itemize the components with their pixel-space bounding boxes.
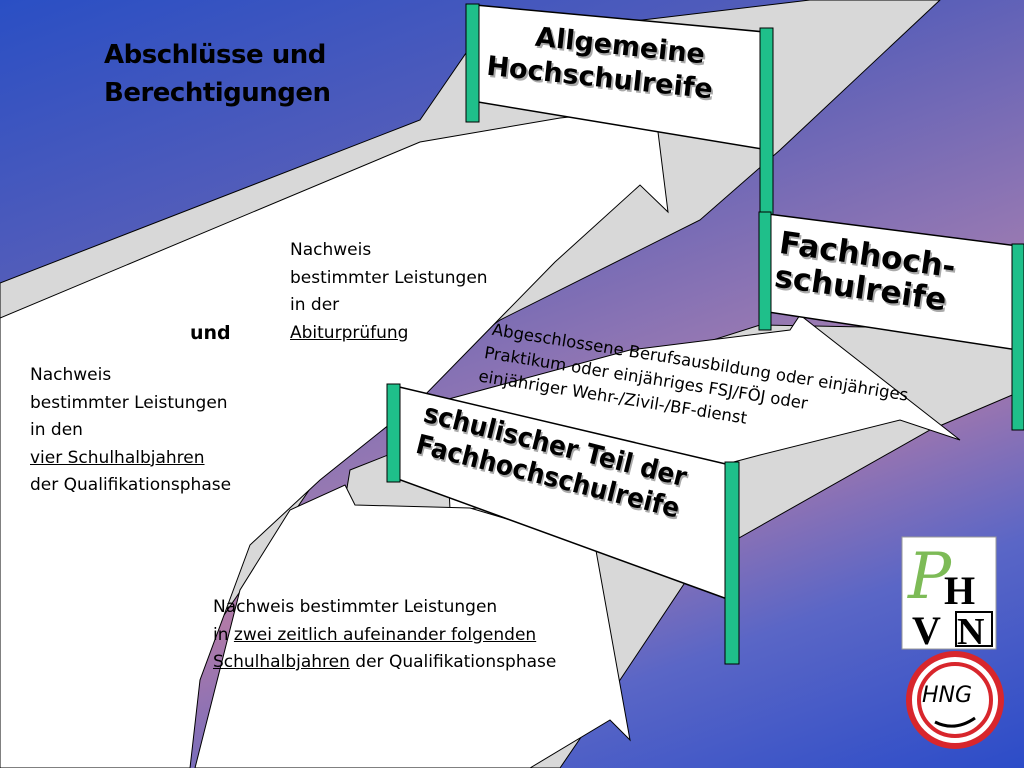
sign-fachhoch-pole-right — [1011, 243, 1024, 431]
title-line-1: Abschlüsse und — [104, 40, 326, 70]
vier-line-4: vier Schulhalbjahren — [30, 447, 205, 468]
text-zwei-schulhalbjahre: Nachweis bestimmter Leistungen in zwei z… — [213, 594, 556, 677]
logo-letter-p: P — [907, 540, 952, 614]
title-line-2: Berechtigungen — [104, 78, 331, 108]
logo-n-box — [955, 611, 993, 647]
vier-line-5: der Qualifikationsphase — [30, 475, 232, 495]
und-label: und — [190, 322, 231, 344]
zwei-line-3-suffix: der Qualifikationsphase — [349, 652, 557, 672]
logo-hng-circle-inner — [917, 662, 993, 738]
zwei-line-2-prefix: in — [213, 624, 234, 645]
sign-allgemeine-pole-right — [759, 27, 774, 217]
vier-line-1: Nachweis — [30, 365, 112, 385]
arrow-schulisch — [194, 484, 631, 768]
logo-hng-circle-outer — [906, 651, 1004, 749]
zwei-line-2-underlined: zwei zeitlich aufeinander folgenden — [233, 624, 537, 645]
abitur-line-3: in der — [290, 295, 340, 315]
abitur-line-4: Abiturprüfung — [290, 322, 409, 343]
zwei-line-1: Nachweis bestimmter Leistungen — [213, 597, 498, 617]
zwei-line-2: in zwei zeitlich aufeinander folgenden — [213, 622, 556, 650]
logo-letter-v: V — [912, 608, 941, 653]
sign-schulisch-pole-right — [724, 461, 740, 665]
sign-allgemeine-pole-left — [465, 3, 480, 123]
abitur-line-2: bestimmter Leistungen — [290, 267, 488, 288]
text-vier-schulhalbjahre: Nachweis bestimmter Leistungen in den vi… — [30, 362, 231, 500]
zwei-line-3-underlined: Schulhalbjahren — [213, 652, 350, 672]
abitur-line-1: Nachweis — [290, 240, 372, 260]
logo-hng-smile — [934, 716, 976, 728]
page-title: Abschlüsse und Berechtigungen — [104, 36, 331, 112]
logo-letter-n: N — [957, 611, 984, 653]
zwei-line-3: Schulhalbjahren der Qualifikationsphase — [213, 649, 556, 677]
vier-line-2: bestimmter Leistungen — [30, 392, 228, 413]
vier-line-3: in den — [30, 420, 83, 440]
text-abitur: Nachweis bestimmter Leistungen in der Ab… — [290, 237, 488, 347]
sign-schulisch-pole-left — [386, 383, 401, 483]
logo-letter-h: H — [944, 568, 975, 613]
logo-hng-letters: HNG — [922, 683, 972, 708]
sign-fachhoch-pole-left — [758, 211, 772, 331]
